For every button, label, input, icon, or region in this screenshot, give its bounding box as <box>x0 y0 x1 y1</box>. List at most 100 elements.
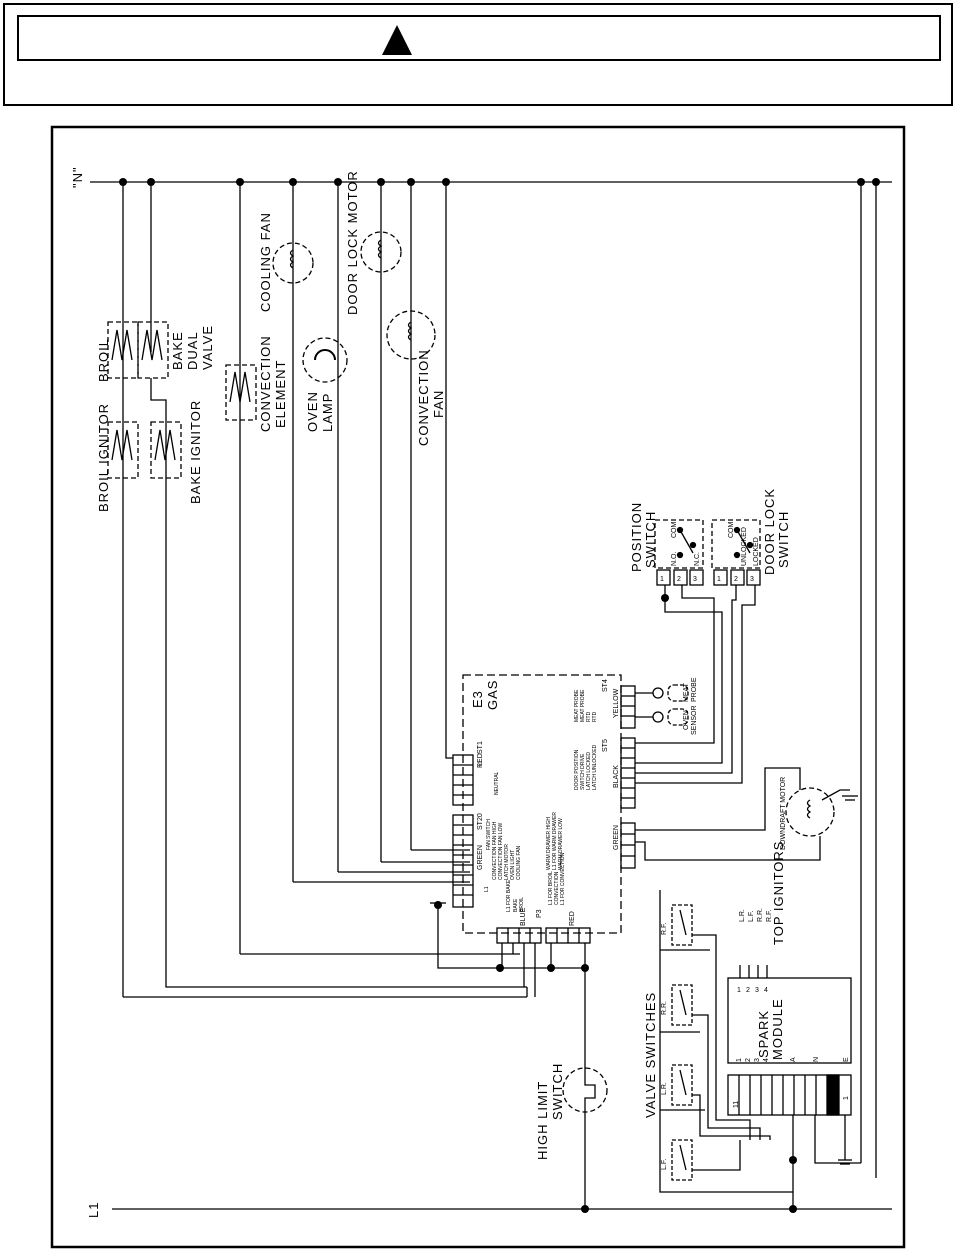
st4-note-2: MEAT PROBE <box>580 689 586 722</box>
broil-ignitor <box>107 421 139 479</box>
oven-lamp <box>302 337 348 383</box>
oven-sensor-label-2: SENSOR <box>691 705 698 735</box>
spark-terminal-3: 3 <box>755 987 759 994</box>
warning-triangle-icon <box>382 25 412 55</box>
p3-note-3: BROIL <box>519 897 525 912</box>
e3-gas-label-2: GAS <box>485 680 500 710</box>
valve-switch-lr <box>671 1064 693 1106</box>
warning-heading-bar <box>17 15 941 61</box>
st1-note-l1: L1 <box>478 760 484 766</box>
spark-input-n: N <box>813 1057 820 1062</box>
rf-switch-tag: R.F. <box>661 923 668 936</box>
oven-lamp-label-2: LAMP <box>320 393 335 432</box>
door-lock-switch-label-1: DOOR LOCK <box>762 488 777 575</box>
black-st5-label: BLACK <box>613 765 620 788</box>
position-switch-label-2: SWITCH <box>643 511 658 568</box>
convection-fan-motor <box>386 310 436 360</box>
convection-element-label-2: ELEMENT <box>273 360 288 428</box>
downdraft-motor <box>785 787 835 837</box>
door-lock-switch-unlocked: UNLOCKED <box>741 527 748 566</box>
st4-id: ST4 <box>602 679 609 692</box>
convection-element <box>225 364 257 421</box>
rr-switch-tag: R.R. <box>661 1001 668 1015</box>
st20-note-4: LATCH MOTOR <box>504 844 510 880</box>
position-switch <box>654 519 704 569</box>
st20-note-2: CONVECTION FAN HIGH <box>492 821 498 880</box>
st4-note-1: MEAT PROBE <box>574 689 580 722</box>
st20-note-7: L1 <box>484 886 490 892</box>
valve-switches-label: VALVE SWITCHES <box>643 992 658 1118</box>
lock-switch-pin-2: 2 <box>734 576 738 583</box>
convection-fan-label-1: CONVECTION <box>416 349 431 446</box>
spark-input-1: 1 <box>736 1058 743 1062</box>
spark-terminal-2: 2 <box>746 987 750 994</box>
convection-fan-label-2: FAN <box>431 390 446 418</box>
warning-box <box>3 3 953 106</box>
lr-switch-tag: L.R. <box>661 1082 668 1095</box>
pos-switch-pin-3: 3 <box>693 576 697 583</box>
warm-note-3: WARM DRAWER LOW <box>558 818 564 870</box>
spark-module-label-1: SPARK <box>756 1010 771 1058</box>
bake-dual-valve-label-1: BAKE <box>170 331 185 370</box>
bake-dual-valve-label-2: DUAL <box>185 331 200 370</box>
convection-element-label-1: CONVECTION <box>258 335 273 432</box>
position-switch-nc: N.C. <box>694 552 701 566</box>
st4-note-3: RTD <box>586 711 592 722</box>
door-lock-switch-com: COM <box>728 522 735 539</box>
lock-switch-pin-3: 3 <box>750 576 754 583</box>
neutral-label: "N" <box>70 166 85 188</box>
p4-note-1: L1 FOR BROIL <box>548 871 554 905</box>
spark-terminal-1: 1 <box>737 987 741 994</box>
valve-switch-rr <box>671 984 693 1026</box>
spark-input-e: E <box>843 1057 850 1062</box>
blue-p3-label: BLUE <box>520 907 527 926</box>
door-lock-switch-label-2: SWITCH <box>776 511 791 568</box>
p4-note-3: L1 FOR CONVECTION <box>560 852 566 905</box>
warm-note-2: L1 FOR WARM DRAWER <box>552 812 558 870</box>
st20-note-1: FAN SWITCH <box>486 819 492 850</box>
st1-note-neutral: NEUTRAL <box>494 771 500 795</box>
door-lock-motor <box>360 231 402 273</box>
spark-input-2: 2 <box>745 1058 752 1062</box>
st20-id: ST20 <box>477 813 484 830</box>
meat-probe-jack <box>652 687 664 699</box>
st5-note-1: DOOR POSITION <box>574 749 580 790</box>
ignitor-tag-lr: L.R. <box>739 909 746 922</box>
st5-id: ST5 <box>602 739 609 752</box>
meat-probe-label-2: PROBE <box>691 677 698 702</box>
st20-note-3: CONVECTION FAN LOW <box>498 822 504 880</box>
lock-switch-pin-1: 1 <box>717 576 721 583</box>
cooling-fan-motor <box>272 242 314 284</box>
st5-note-3: LATCH LOCKED <box>586 752 592 790</box>
high-limit-switch-label-1: HIGH LIMIT <box>535 1081 550 1160</box>
e3-gas-control-board <box>462 674 622 934</box>
position-switch-no: N.O. <box>671 552 678 566</box>
st5-note-2: SWITCH DRIVE <box>580 753 586 790</box>
st20-note-5: OVEN LIGHT <box>510 850 516 880</box>
broil-label: BROIL <box>96 338 111 382</box>
line1-label: L1 <box>86 1202 101 1218</box>
bake-valve <box>137 321 169 379</box>
p4-note-2: CONVECTION <box>554 871 560 905</box>
spark-module <box>727 977 852 1064</box>
red-p4-label: RED <box>569 911 576 926</box>
warm-note-1: WARM DRAWER HIGH <box>546 817 552 870</box>
green-st20-connector <box>452 814 474 908</box>
spark-terminal-4: 4 <box>764 987 768 994</box>
diagram-frame <box>50 125 906 1249</box>
p3-note-1: L1 FOR BAKE <box>506 879 512 912</box>
cooling-fan-label: COOLING FAN <box>258 212 273 312</box>
position-switch-com: COM <box>671 522 678 539</box>
meat-probe-label-1: MEAT <box>683 682 690 702</box>
spark-input-a: A <box>790 1057 797 1062</box>
door-lock-motor-label: DOOR LOCK MOTOR <box>345 170 360 315</box>
spark-input-3: 3 <box>754 1058 761 1062</box>
door-lock-switch-locked: LOCKED <box>753 537 760 566</box>
pos-switch-pin-1: 1 <box>660 576 664 583</box>
ignitor-tag-lf: L.F. <box>748 911 755 922</box>
door-lock-switch <box>711 519 761 569</box>
p3-id: P3 <box>536 909 543 918</box>
ignitor-tag-rf: R.F. <box>766 910 773 923</box>
oven-sensor-label-1: OVEN <box>683 710 690 730</box>
